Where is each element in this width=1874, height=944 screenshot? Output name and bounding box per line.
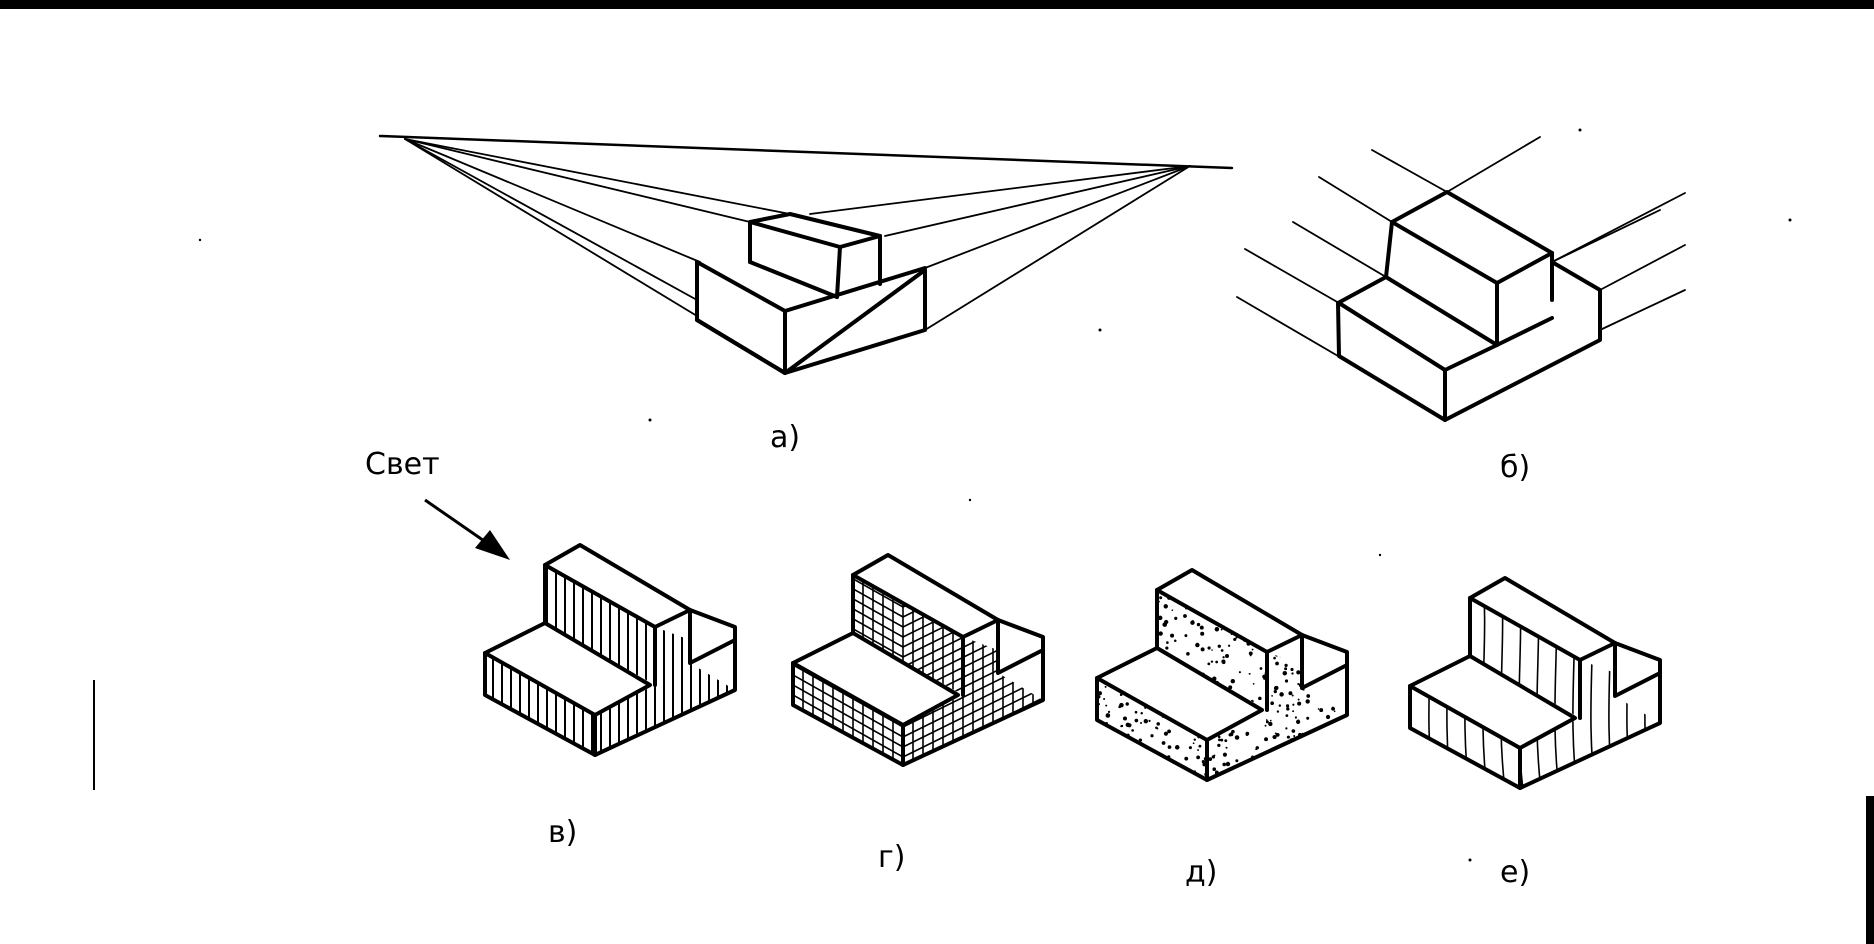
block-hatching xyxy=(483,543,737,757)
panel-d-label: д) xyxy=(1185,855,1218,890)
panel-v-label: в) xyxy=(548,815,578,850)
block-stipple xyxy=(1095,568,1349,782)
panel-e-label: е) xyxy=(1500,855,1531,890)
textured-blocks xyxy=(483,543,1662,790)
panel-b-label: б) xyxy=(1500,450,1531,485)
extension-lines xyxy=(1236,136,1686,357)
scan-right-border xyxy=(1866,796,1874,944)
panel-a-perspective xyxy=(378,134,1234,375)
block-wood xyxy=(1408,576,1662,790)
stepped-block-axonometric xyxy=(1336,190,1602,422)
light-arrow-icon xyxy=(424,498,510,560)
scan-specks xyxy=(93,128,1792,862)
light-label: Свет xyxy=(365,447,440,482)
panel-b-axonometric xyxy=(1236,136,1686,422)
stipple-texture xyxy=(1097,590,1347,780)
vanishing-rays-right xyxy=(809,165,1191,331)
scan-top-border xyxy=(0,0,1874,9)
block-grid xyxy=(791,553,1045,767)
panel-a-label: а) xyxy=(770,420,801,455)
stepped-block-perspective xyxy=(695,212,927,375)
wood-texture xyxy=(1410,598,1651,788)
horizon-line xyxy=(378,134,1234,170)
hatching-texture xyxy=(492,565,728,755)
panel-g-label: г) xyxy=(878,840,906,875)
vanishing-rays-left xyxy=(404,138,791,317)
